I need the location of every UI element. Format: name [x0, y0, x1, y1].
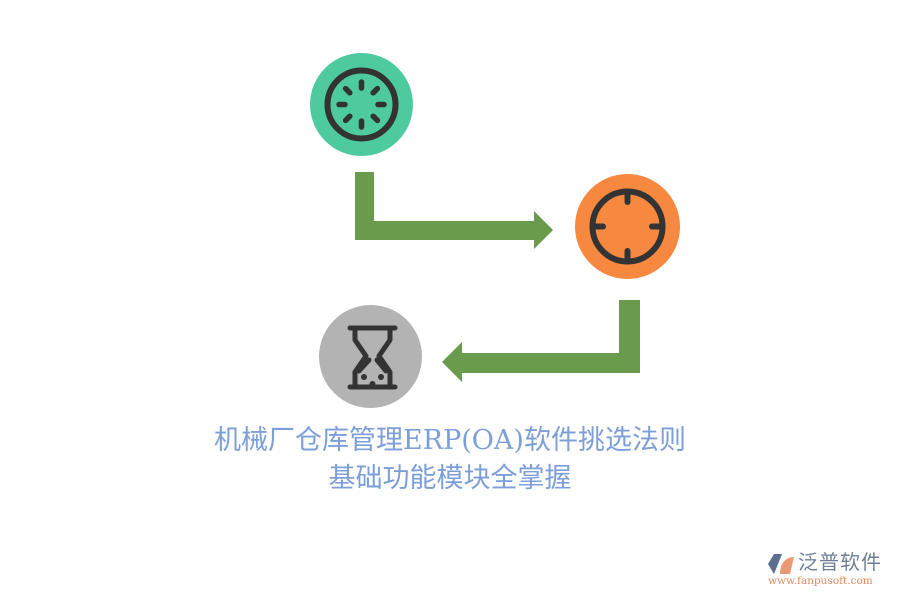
step-2-circle — [575, 174, 680, 279]
arrow-step1-to-step2 — [355, 172, 553, 249]
loading-spinner-icon — [324, 67, 399, 142]
watermark-url: www.fanpusoft.com — [768, 575, 873, 587]
step-1-circle — [310, 53, 413, 156]
watermark-logo: 泛普软件 www.fanpusoft.com — [768, 551, 896, 591]
title-line-2: 基础功能模块全掌握 — [328, 463, 572, 494]
step-3-circle — [319, 305, 422, 408]
hourglass-icon — [347, 325, 398, 390]
crosshair-target-icon — [589, 188, 666, 265]
watermark-brand-name: 泛普软件 — [798, 550, 882, 574]
title-line-1: 机械厂仓库管理ERP(OA)软件挑选法则 — [214, 425, 686, 456]
fanpu-logo-icon — [768, 554, 794, 574]
arrow-step2-to-step3 — [442, 300, 640, 382]
